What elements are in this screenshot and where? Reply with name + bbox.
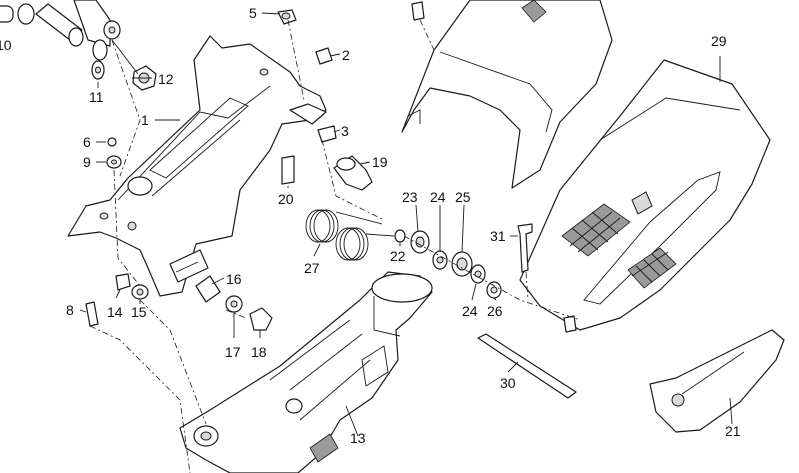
assembly-lines xyxy=(89,19,581,473)
main-bracket xyxy=(67,35,327,297)
column-bracket xyxy=(179,271,433,473)
callout-30: 30 xyxy=(500,375,516,391)
pin xyxy=(517,223,533,273)
callout-27: 27 xyxy=(304,260,320,276)
callout-18: 18 xyxy=(251,344,267,360)
fasteners xyxy=(85,9,373,331)
vent-grille-upper xyxy=(561,203,631,257)
callout-25: 25 xyxy=(455,189,471,205)
callout-6: 6 xyxy=(83,134,91,150)
callout-12: 12 xyxy=(158,71,174,87)
callout-16: 16 xyxy=(226,271,242,287)
callout-19: 19 xyxy=(372,154,388,170)
callout-14: 14 xyxy=(107,304,123,320)
callout-5: 5 xyxy=(249,5,257,21)
callout-labels: 10 11 12 5 2 1 3 6 9 19 20 23 24 25 22 2… xyxy=(0,5,741,446)
callout-24-top: 24 xyxy=(430,189,446,205)
callout-10: 10 xyxy=(0,37,12,53)
callout-22: 22 xyxy=(390,248,406,264)
callout-17: 17 xyxy=(225,344,241,360)
callout-21: 21 xyxy=(725,423,741,439)
torsion-spring xyxy=(305,209,395,261)
callout-23: 23 xyxy=(402,189,418,205)
callout-11: 11 xyxy=(89,89,104,105)
vent-grille-lower xyxy=(627,247,677,289)
upper-shroud xyxy=(401,0,613,189)
callout-26: 26 xyxy=(487,303,503,319)
lower-trim-panel xyxy=(519,59,771,333)
callout-8: 8 xyxy=(66,302,74,318)
callout-3: 3 xyxy=(341,123,349,139)
callout-20: 20 xyxy=(278,191,294,207)
callout-24-bottom: 24 xyxy=(462,303,478,319)
callout-13: 13 xyxy=(350,430,366,446)
callout-1: 1 xyxy=(141,112,149,128)
rod-assembly xyxy=(0,0,157,91)
callout-29: 29 xyxy=(711,33,727,49)
leader-lines xyxy=(79,12,733,437)
callout-9: 9 xyxy=(83,154,91,170)
lever-cover xyxy=(649,329,785,433)
callout-15: 15 xyxy=(131,304,147,320)
callout-31: 31 xyxy=(490,228,506,244)
trim-strip xyxy=(477,333,577,399)
callout-2: 2 xyxy=(342,47,350,63)
